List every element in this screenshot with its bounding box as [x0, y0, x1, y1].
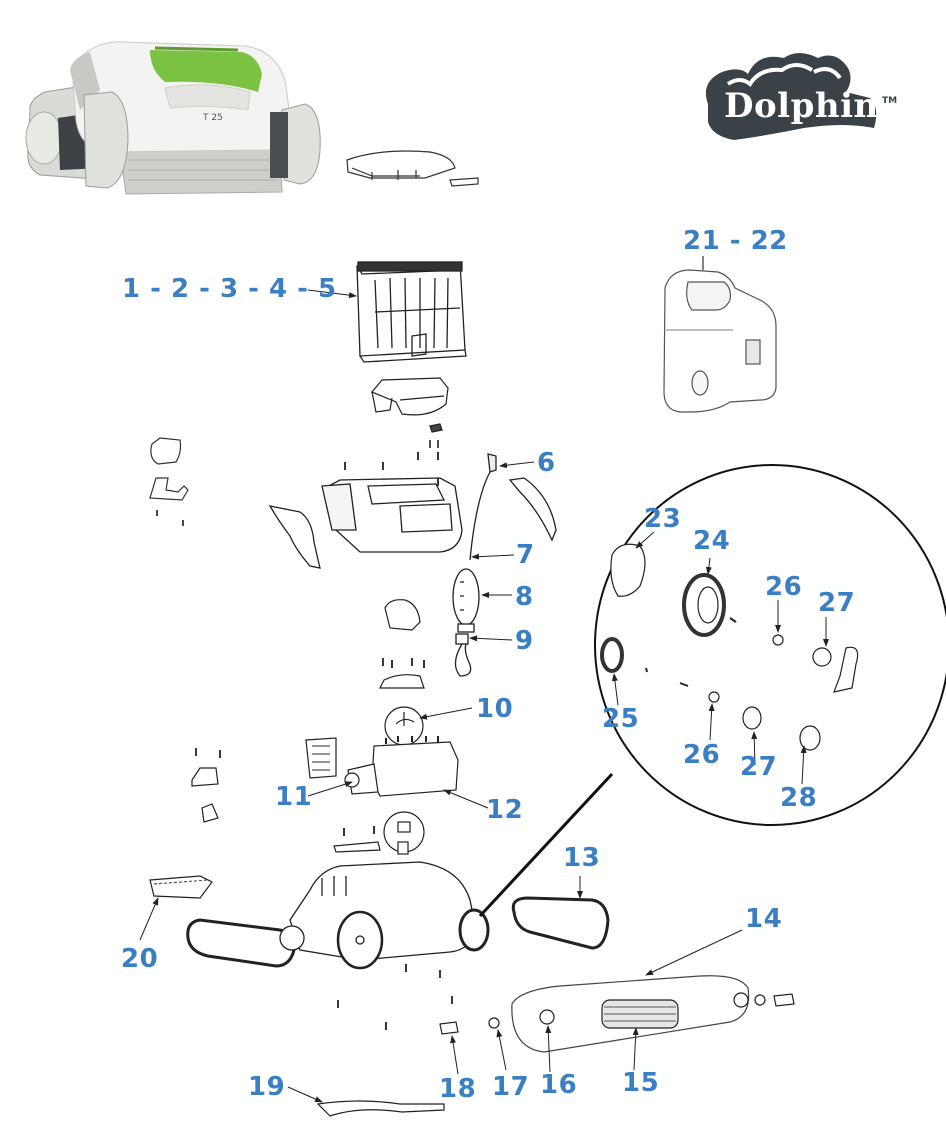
- callout-25: 25: [602, 704, 640, 734]
- side-handle-parts: [149, 437, 189, 526]
- callout-16: 16: [540, 1070, 578, 1100]
- callout-26-lower: 26: [683, 740, 721, 770]
- trademark: TM: [882, 96, 898, 106]
- callout-18: 18: [439, 1074, 477, 1104]
- model-label: T 25: [203, 113, 223, 123]
- robot-photo: [25, 41, 321, 195]
- detail-circle: [594, 464, 946, 826]
- filter-basket: [356, 261, 467, 363]
- callout-26-upper: 26: [765, 572, 803, 602]
- cable-float: [452, 453, 497, 677]
- callout-11: 11: [275, 782, 313, 812]
- brush-assembly-drawing: [316, 964, 795, 1117]
- motor-cover: [379, 599, 425, 746]
- callout-24: 24: [693, 526, 731, 556]
- callout-20: 20: [121, 944, 159, 974]
- callout-arrows: [139, 289, 829, 1103]
- chassis: [186, 861, 490, 970]
- callout-8: 8: [515, 582, 534, 612]
- callout-13: 13: [563, 843, 601, 873]
- callout-23: 23: [644, 504, 682, 534]
- callout-7: 7: [516, 540, 535, 570]
- detail-leader: [478, 772, 614, 918]
- callout-27-lower: 27: [740, 752, 778, 782]
- top-housing: [321, 452, 463, 553]
- side-panels: [268, 477, 557, 569]
- callout-10: 10: [476, 694, 514, 724]
- dolphin-logo: Dolphin TM: [694, 44, 909, 144]
- callout-14: 14: [745, 904, 783, 934]
- power-supply: [663, 256, 777, 413]
- callout-19: 19: [248, 1072, 286, 1102]
- lid-parts: [346, 150, 479, 187]
- callout-28: 28: [780, 783, 818, 813]
- callout-6: 6: [537, 448, 556, 478]
- brand-name: Dolphin: [724, 86, 879, 126]
- callout-filter-group: 1 - 2 - 3 - 4 - 5: [122, 274, 337, 304]
- callout-12: 12: [486, 795, 524, 825]
- pump-motor-unit: [305, 736, 459, 797]
- callout-power-supply: 21 - 22: [683, 226, 788, 256]
- track-drawing: [511, 896, 610, 950]
- filter-cover: [371, 377, 449, 448]
- detail-parts: [600, 543, 859, 751]
- logo-wave-icon: [705, 53, 877, 140]
- callout-27-upper: 27: [818, 588, 856, 618]
- callout-15: 15: [622, 1068, 660, 1098]
- callout-9: 9: [515, 626, 534, 656]
- lower-small-parts: [149, 748, 425, 899]
- callout-17: 17: [492, 1072, 530, 1102]
